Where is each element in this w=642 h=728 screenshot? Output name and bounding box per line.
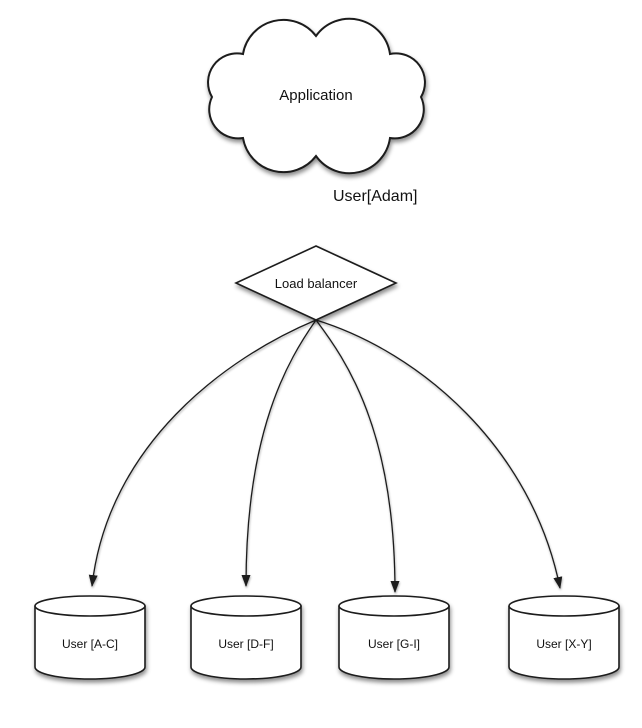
database-label-1: User [A-C] <box>62 637 118 651</box>
database-label-3: User [G-I] <box>368 637 420 651</box>
cylinder-top <box>190 595 302 617</box>
connector-arrow-db-4 <box>315 319 563 589</box>
database-cylinder-1 <box>34 595 146 680</box>
diamond-shape <box>234 245 398 321</box>
database-cylinder-2 <box>190 595 302 680</box>
connector-arrow-db-2 <box>241 319 317 587</box>
database-cylinder-4 <box>508 595 620 680</box>
database-label-2: User [D-F] <box>218 637 273 651</box>
database-label-4: User [X-Y] <box>536 637 591 651</box>
cylinder-top <box>508 595 620 617</box>
cylinder-top <box>34 595 146 617</box>
cylinder-body <box>34 606 146 680</box>
cylinder-top <box>338 595 450 617</box>
cylinder-body <box>190 606 302 680</box>
cloud-shape <box>207 17 426 175</box>
application-label: Application <box>279 87 352 104</box>
cylinder-body <box>338 606 450 680</box>
connector-arrow-db-1 <box>88 319 317 587</box>
load-balancer-label: Load balancer <box>275 276 358 291</box>
connector-arrow-db-3 <box>315 319 400 593</box>
cylinder-body <box>508 606 620 680</box>
request-label: User[Adam] <box>333 188 417 205</box>
database-cylinder-3 <box>338 595 450 680</box>
